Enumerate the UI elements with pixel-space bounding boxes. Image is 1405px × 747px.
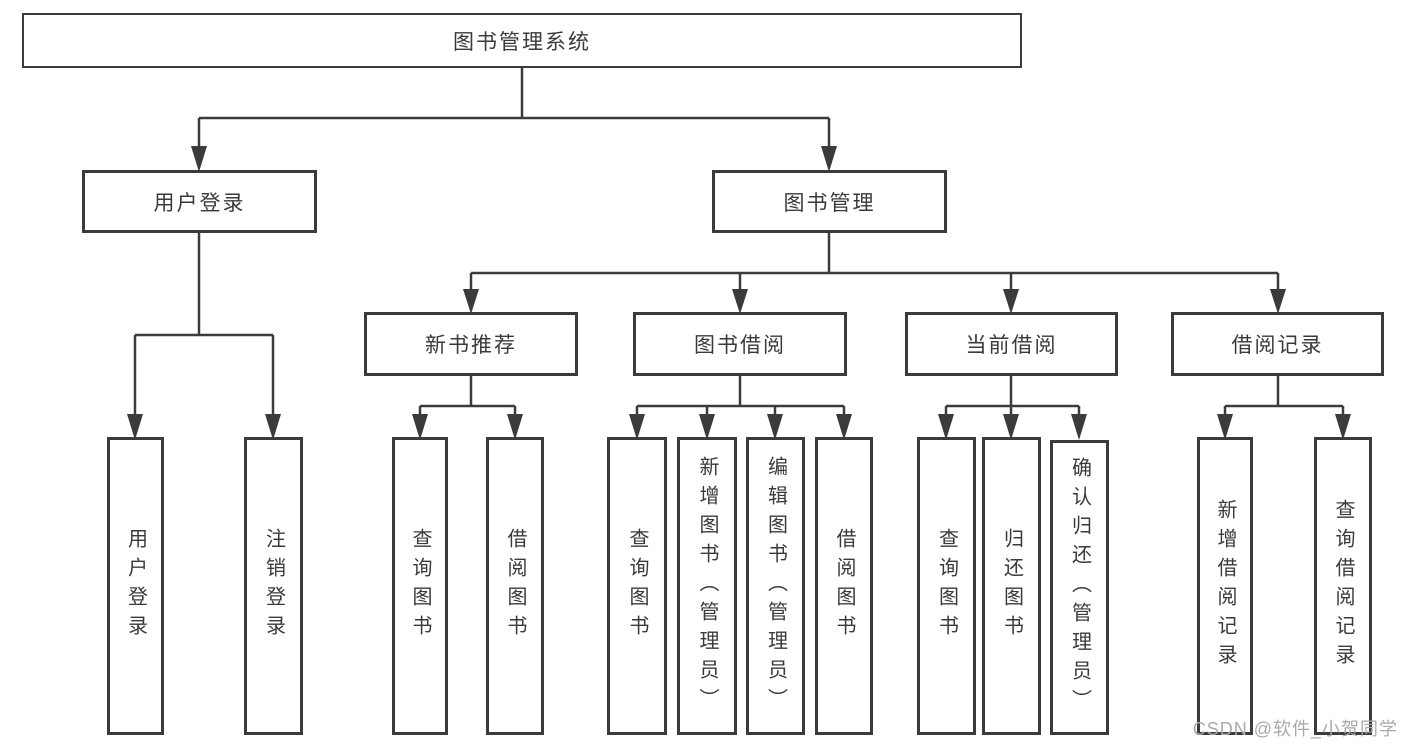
leaf-cb-return-books: 归还图书: [982, 437, 1041, 735]
node-user-login: 用户登录: [82, 170, 317, 233]
leaf-bb-edit-books-admin: 编辑图书（管理员）: [746, 437, 805, 735]
leaf-cb-confirm-return-admin: 确认归还（管理员）: [1050, 440, 1109, 735]
leaf-bb-add-books-admin: 新增图书（管理员）: [677, 437, 737, 735]
leaf-nbr-query-books: 查询图书: [392, 437, 448, 735]
watermark: CSDN @软件_小贺同学: [1192, 719, 1398, 739]
leaf-bb-query-books: 查询图书: [607, 437, 667, 735]
leaf-logout: 注销登录: [244, 437, 303, 735]
node-library-management-system: 图书管理系统: [22, 13, 1022, 68]
node-current-borrowing: 当前借阅: [905, 312, 1118, 376]
node-book-management: 图书管理: [712, 170, 947, 233]
leaf-br-add-borrow-record: 新增借阅记录: [1197, 437, 1253, 735]
leaf-cb-query-books: 查询图书: [917, 437, 976, 735]
leaf-br-query-borrow-record: 查询借阅记录: [1314, 437, 1372, 735]
node-new-book-recommendation: 新书推荐: [364, 312, 578, 376]
leaf-user-login: 用户登录: [107, 437, 164, 735]
node-book-borrowing: 图书借阅: [633, 312, 847, 376]
node-borrowing-records: 借阅记录: [1171, 312, 1384, 376]
leaf-nbr-borrow-books: 借阅图书: [486, 437, 544, 735]
leaf-bb-borrow-books: 借阅图书: [815, 437, 873, 735]
